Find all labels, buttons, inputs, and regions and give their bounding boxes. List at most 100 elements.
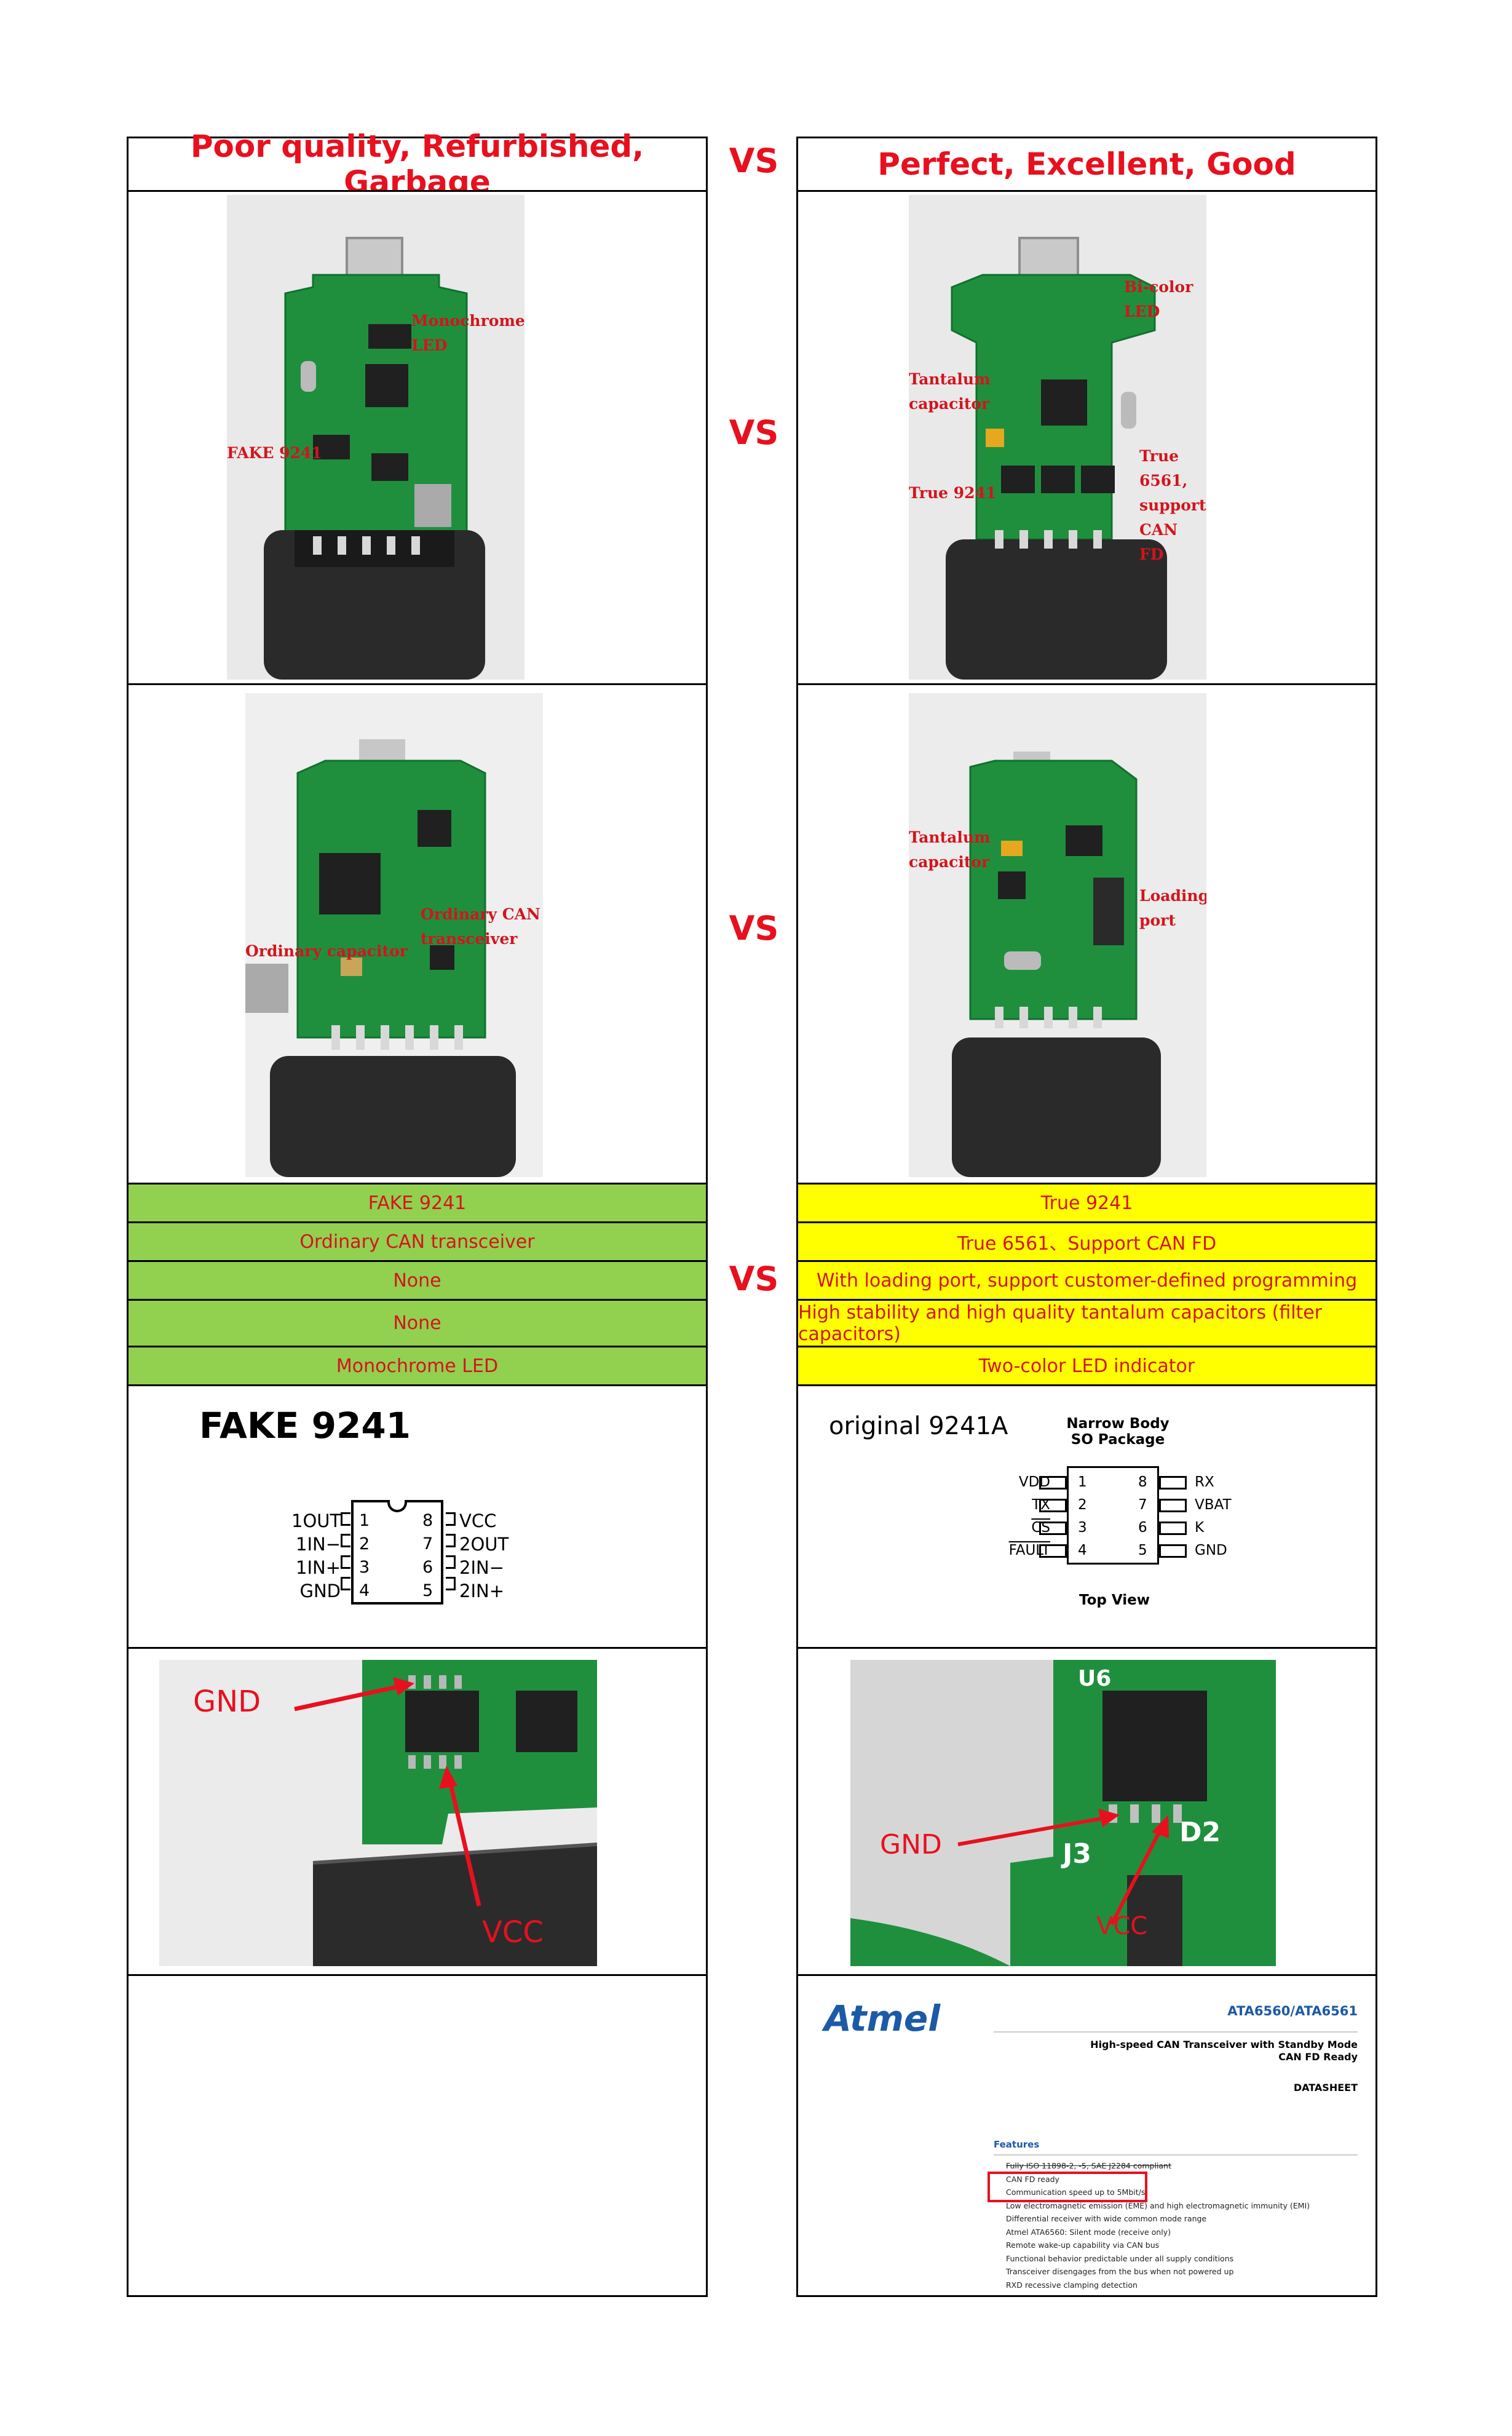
true-closeup-illustration [850,1660,1276,1966]
datasheet-rule-1 [994,2031,1358,2033]
true-board-photo-top: Bi-color LED Tantalum capacitor True 924… [909,195,1206,680]
left-feature-text-2: Ordinary CAN transceiver [299,1231,535,1253]
left-feature-row-1: FAKE 9241 [127,1183,708,1223]
left-empty-cell [127,1974,708,2297]
features-title: Features [994,2139,1040,2150]
feature-item: Atmel ATA6560: Silent mode (receive only… [1006,2227,1171,2237]
left-photo-cell-1: Monochrome LED FAKE 9241 [127,190,708,685]
right-feature-row-2: True 6561、Support CAN FD [796,1221,1377,1262]
right-gnd-label: GND [880,1829,942,1860]
annotation-bicolor-led: Bi-color LED [1124,278,1193,320]
right-feature-row-5: Two-color LED indicator [796,1346,1377,1386]
d2-label: D2 [1179,1817,1221,1848]
fake-board-bottom-illustration [245,693,543,1177]
right-datasheet-cell: Atmel ATA6560/ATA6561 High-speed CAN Tra… [796,1974,1377,2297]
annotation-monochrome-led: Monochrome LED [411,312,524,354]
datasheet-subtitle: High-speed CAN Transceiver with Standby … [1090,2039,1358,2063]
left-header-title: Poor quality, Refurbished, Garbage [190,129,644,200]
fake-board-photo-bottom: Ordinary CAN transceiver Ordinary capaci… [245,693,543,1177]
vs-label-2: VS [729,909,779,948]
left-photo-cell-2: Ordinary CAN transceiver Ordinary capaci… [127,683,708,1184]
fake-chip-body [351,1500,443,1605]
left-vcc-label: VCC [482,1915,544,1950]
original-9241a-title: original 9241A [829,1412,1008,1440]
right-column-header: Perfect, Excellent, Good [796,137,1377,192]
annotation-tantalum-capacitor: Tantalum capacitor [909,370,991,413]
features-list: Fully ISO 11898-2, -5, SAE J2284 complia… [994,2159,1363,2291]
fake-board-top-illustration [227,195,524,680]
right-feature-text-3: With loading port, support customer-defi… [816,1269,1358,1291]
fake-board-photo-top: Monochrome LED FAKE 9241 [227,195,524,680]
true-board-bottom-illustration [909,693,1206,1177]
top-view-label: Top View [1079,1592,1150,1608]
original-right-pin-stubs [1159,1476,1187,1558]
fake-left-pin-stubs [341,1512,350,1590]
left-closeup-cell: GND VCC [127,1647,708,1976]
left-feature-row-4: None [127,1299,708,1347]
right-header-title: Perfect, Excellent, Good [877,146,1296,182]
annotation-true-9241: True 9241 [909,484,997,502]
package-label: Narrow Body SO Package [1066,1416,1170,1448]
annotation-ordinary-capacitor: Ordinary capacitor [245,942,408,960]
fake-right-pin-stubs [446,1512,456,1590]
j3-label: J3 [1063,1838,1091,1870]
fake-left-pin-numbers: 1 2 3 4 [359,1511,370,1600]
feature-item: Low electromagnetic emission (EME) and h… [1006,2200,1310,2210]
header-vs-label: VS [729,141,779,180]
annotation-loading-port: Loading port [1139,887,1206,929]
annotation-ordinary-can-transceiver: Ordinary CAN transceiver [421,905,540,948]
right-feature-row-3: With loading port, support customer-defi… [796,1260,1377,1301]
vs-label-1: VS [729,413,779,452]
feature-item: Remote wake-up capability via CAN bus [1006,2240,1160,2250]
annotation-true-6561: True 6561, support CAN FD [1139,447,1206,563]
left-gnd-label: GND [193,1684,261,1719]
original-chip-body [1067,1466,1159,1565]
fake-chip-closeup-photo: GND VCC [159,1660,597,1966]
fake-right-pin-names: VCC 2OUT 2IN− 2IN+ [459,1510,509,1601]
right-feature-row-1: True 9241 [796,1183,1377,1223]
original-right-pin-numbers: 8 7 6 5 [1138,1474,1147,1558]
chip-notch [387,1500,407,1512]
right-feature-text-5: Two-color LED indicator [978,1355,1195,1377]
fake-right-pin-numbers: 8 7 6 5 [422,1511,433,1600]
right-feature-text-1: True 9241 [1040,1192,1133,1214]
fake-left-pin-names: 1OUT 1IN− 1IN+ GND [291,1510,341,1601]
feature-item: Fully ISO 11898-2, -5, SAE J2284 complia… [1006,2161,1171,2170]
feature-item: Transceiver disengages from the bus when… [1006,2267,1234,2276]
true-board-top-illustration [909,195,1206,680]
left-feature-text-5: Monochrome LED [336,1355,499,1377]
right-feature-text-4: High stability and high quality tantalum… [798,1301,1323,1345]
feature-item: Functional behavior predictable under al… [1006,2253,1234,2263]
vs-label-3: VS [729,1260,779,1298]
highlight-can-fd-box [988,2172,1147,2202]
original-left-pin-stubs [1039,1476,1067,1558]
feature-item: CAN FD ready [1006,2174,1059,2184]
right-pinout-cell: original 9241A Narrow Body SO Package VD… [796,1384,1377,1649]
original-right-pin-names: RX VBAT K GND [1195,1474,1232,1558]
left-column-header: Poor quality, Refurbished, Garbage [127,129,708,200]
fake-closeup-illustration [159,1660,597,1966]
right-feature-row-4: High stability and high quality tantalum… [796,1299,1377,1347]
feature-item: RXD recessive clamping detection [1006,2280,1138,2290]
left-feature-row-3: None [127,1260,708,1301]
left-feature-row-2: Ordinary CAN transceiver [127,1221,708,1262]
right-closeup-cell: U6 D2 J3 GND VCC [796,1647,1377,1976]
left-feature-text-3: None [393,1269,441,1291]
true-chip-closeup-photo: U6 D2 J3 GND VCC [850,1660,1276,1966]
feature-item: Communication speed up to 5Mbit/s [1006,2188,1146,2197]
right-feature-text-2: True 6561、Support CAN FD [957,1233,1217,1255]
datasheet-rule-2 [994,2154,1358,2156]
original-left-pin-numbers: 1 2 3 4 [1078,1474,1087,1558]
annotation-tantalum-capacitor-2: Tantalum capacitor [909,828,991,871]
atmel-logo: Atmel [824,1998,941,2039]
left-feature-row-5: Monochrome LED [127,1346,708,1386]
right-vcc-label: VCC [1096,1912,1148,1940]
fake-9241-title: FAKE 9241 [199,1405,411,1446]
left-feature-text-4: None [393,1312,441,1334]
right-photo-cell-2: Tantalum capacitor Loading port [796,683,1377,1184]
right-photo-cell-1: Bi-color LED Tantalum capacitor True 924… [796,190,1377,685]
true-board-photo-bottom: Tantalum capacitor Loading port [909,693,1206,1177]
feature-item: Differential receiver with wide common m… [1006,2214,1207,2223]
annotation-fake-9241: FAKE 9241 [227,444,322,462]
datasheet-doc-type: DATASHEET [1293,2082,1358,2093]
